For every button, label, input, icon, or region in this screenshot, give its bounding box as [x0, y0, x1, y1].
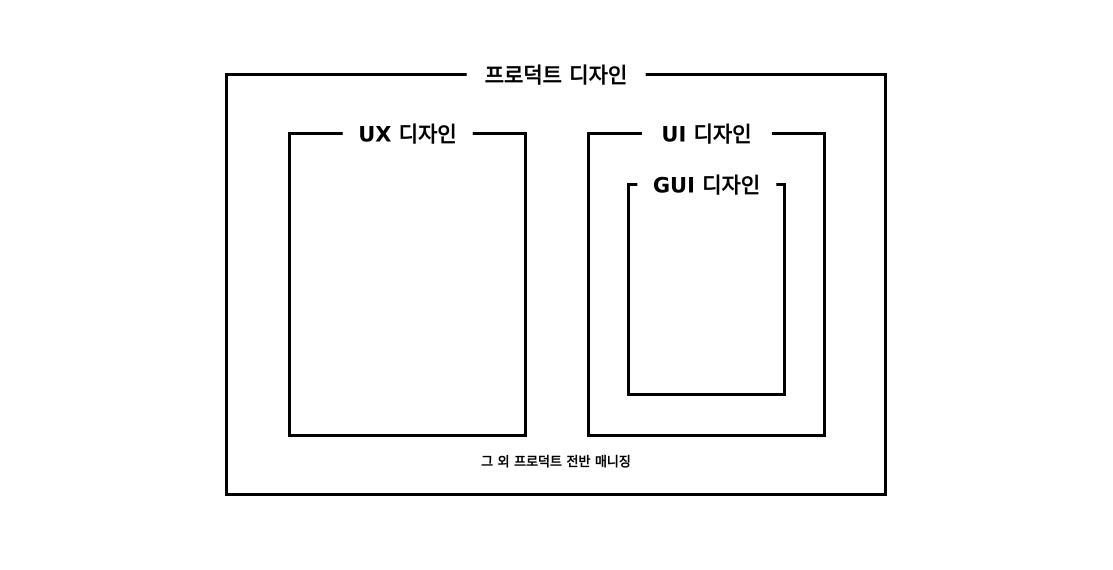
- product-management-caption: 그 외 프로덕트 전반 매니징: [481, 455, 631, 470]
- product-design-box: 프로덕트 디자인: [225, 65, 887, 496]
- product-design-label: 프로덕트 디자인: [466, 65, 646, 87]
- gui-design-label: GUI 디자인: [636, 175, 777, 197]
- ux-design-box: UX 디자인: [288, 124, 527, 437]
- ux-design-label: UX 디자인: [342, 124, 473, 146]
- gui-design-box: GUI 디자인: [627, 175, 786, 396]
- ui-design-label: UI 디자인: [641, 124, 772, 146]
- ui-design-box: UI 디자인: [587, 124, 826, 437]
